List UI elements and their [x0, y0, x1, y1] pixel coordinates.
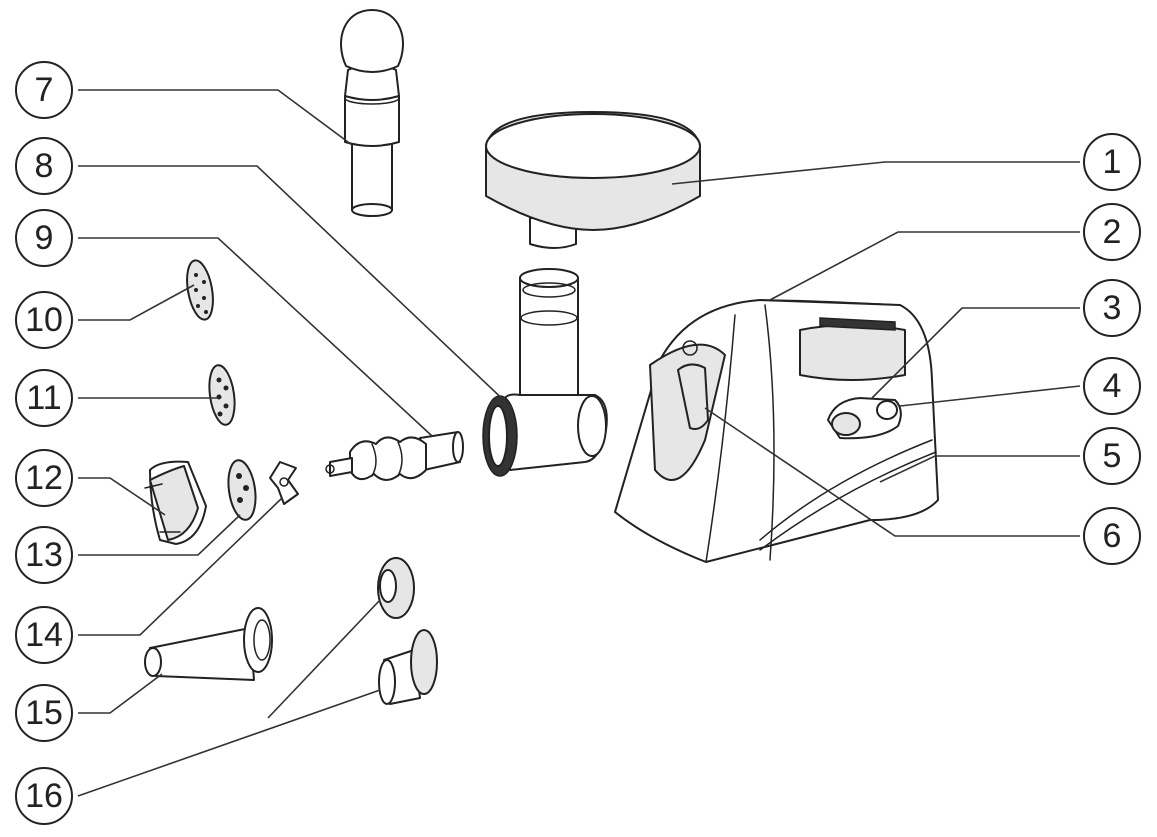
callout-15: 15 — [15, 684, 73, 742]
callout-10-label: 10 — [25, 301, 63, 339]
callout-16-label: 16 — [25, 777, 63, 815]
food-pusher — [340, 9, 404, 217]
callout-2: 2 — [1083, 203, 1141, 261]
callout-12: 12 — [15, 449, 73, 507]
callout-6: 6 — [1083, 507, 1141, 565]
callout-16: 16 — [15, 767, 73, 825]
grinder-head — [482, 268, 608, 477]
callout-5-label: 5 — [1103, 437, 1122, 475]
callout-11-label: 11 — [26, 379, 61, 417]
callout-9: 9 — [15, 209, 73, 267]
leader-lines — [77, 89, 1081, 797]
callout-13-label: 13 — [25, 536, 63, 574]
callout-8: 8 — [15, 137, 73, 195]
callout-9-label: 9 — [35, 219, 54, 257]
callout-12-label: 12 — [25, 459, 63, 497]
callout-7-label: 7 — [35, 71, 54, 109]
callout-4: 4 — [1083, 357, 1141, 415]
callout-4-label: 4 — [1103, 367, 1122, 405]
motor-housing — [614, 299, 939, 563]
callout-15-label: 15 — [25, 694, 63, 732]
callout-3: 3 — [1083, 279, 1141, 337]
callout-6-label: 6 — [1103, 517, 1122, 555]
callout-3-label: 3 — [1103, 289, 1122, 327]
callout-1: 1 — [1083, 133, 1141, 191]
cutting-plate-fine — [186, 259, 214, 321]
callout-8-label: 8 — [35, 147, 54, 185]
callout-10: 10 — [15, 291, 73, 349]
sausage-tube — [144, 607, 273, 681]
callout-1-label: 1 — [1103, 143, 1122, 181]
cutting-plate-coarse — [227, 459, 257, 521]
cutting-plate-medium — [208, 364, 236, 426]
callout-13: 13 — [15, 526, 73, 584]
kibbe-attachment — [377, 557, 438, 705]
auger-screw — [325, 431, 464, 481]
callout-5: 5 — [1083, 427, 1141, 485]
ring-nut — [144, 460, 207, 545]
callout-11: 11 — [15, 369, 73, 427]
callout-14-label: 14 — [25, 616, 63, 654]
callout-14: 14 — [15, 606, 73, 664]
food-tray — [485, 111, 701, 249]
callout-7: 7 — [15, 61, 73, 119]
callout-2-label: 2 — [1103, 213, 1122, 251]
cutter-blade — [269, 461, 299, 505]
